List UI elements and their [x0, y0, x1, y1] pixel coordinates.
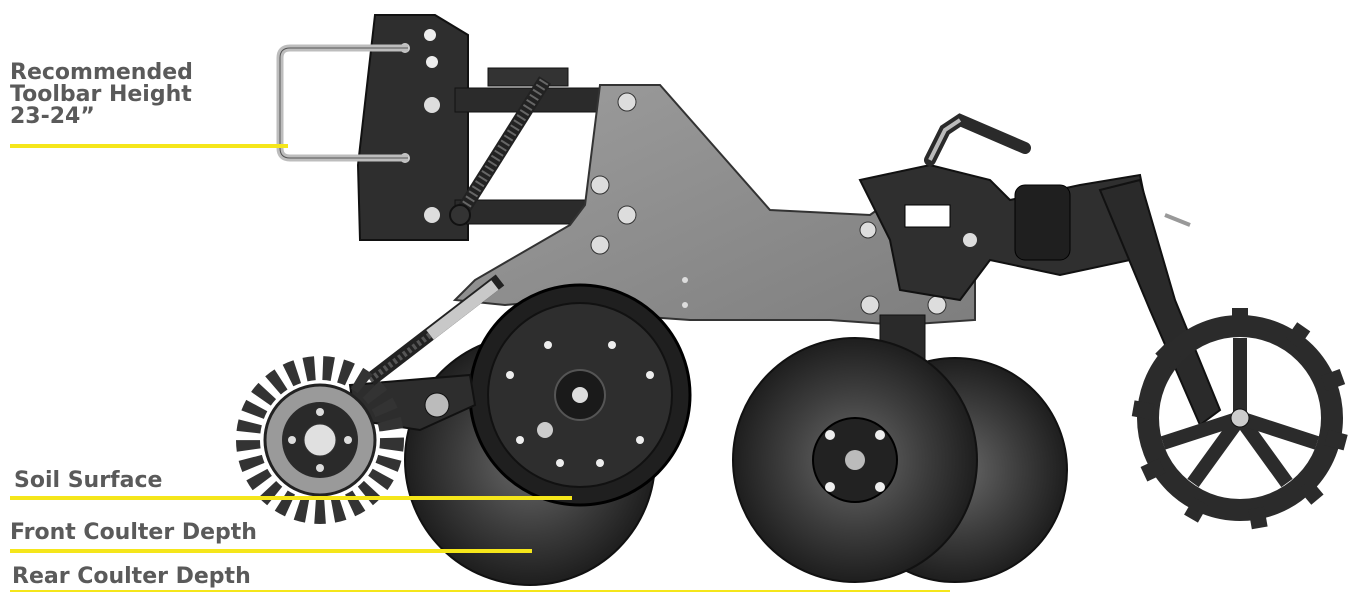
main-frame-plate	[452, 84, 976, 327]
soil-surface-guide-line	[10, 496, 572, 500]
toolbar-height-label: Recommended Toolbar Height 23-24”	[10, 62, 193, 128]
toolbar-label-line-3: 23-24”	[10, 104, 95, 129]
rear-closing-frame	[858, 113, 1222, 427]
rear-coulter-depth-label: Rear Coulter Depth	[12, 564, 251, 589]
soil-surface-label: Soil Surface	[14, 468, 163, 493]
spiked-closing-wheel	[1131, 308, 1348, 530]
toolbar-height-guide-line	[10, 144, 288, 148]
down-pressure-spring	[449, 76, 551, 226]
rear-coulter-depth-guide-line	[10, 590, 950, 592]
front-coulter-blade	[732, 337, 978, 583]
row-cleaner-wheel	[236, 356, 404, 524]
front-coulter-depth-label: Front Coulter Depth	[10, 520, 257, 545]
toolbar-label-line-2: Toolbar Height	[10, 82, 192, 107]
gauge-wheel	[468, 283, 692, 507]
u-bolt	[276, 44, 408, 162]
front-coulter-depth-guide-line	[10, 549, 532, 553]
toolbar-label-line-1: Recommended	[10, 60, 193, 85]
